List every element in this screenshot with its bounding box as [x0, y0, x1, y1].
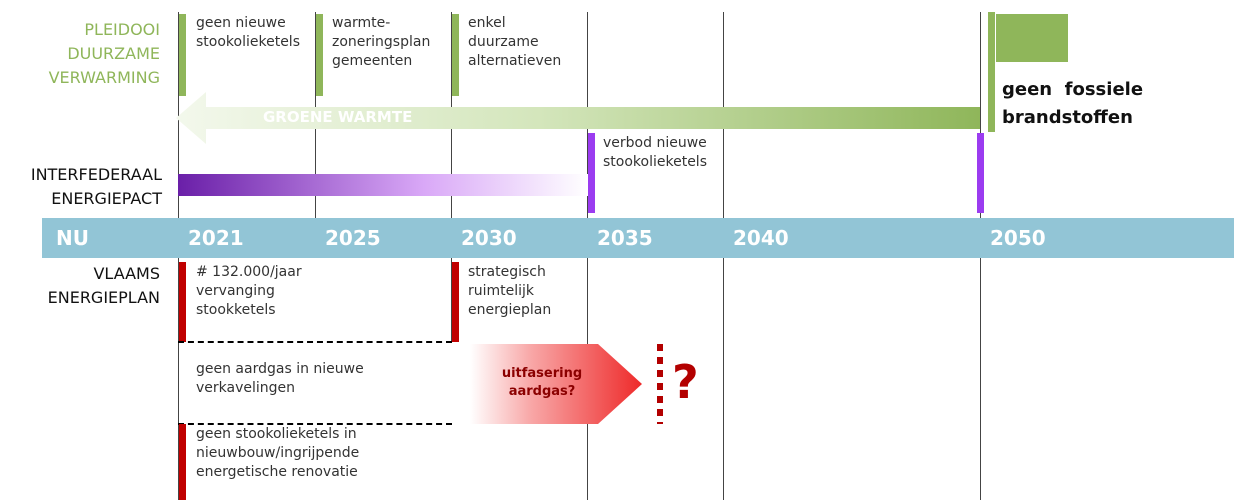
timeline-year-2040: 2040 — [733, 226, 789, 250]
uitfasering-arrow — [470, 344, 642, 424]
timeline-year-2021: 2021 — [188, 226, 244, 250]
marker-2035-purple — [588, 133, 595, 213]
marker-2030-red — [452, 262, 459, 342]
label-interfederaal: INTERFEDERAAL ENERGIEPACT — [30, 165, 162, 208]
marker-2050-purple — [977, 133, 984, 213]
marker-2021-red — [179, 262, 186, 342]
label-pleidooi: PLEIDOOI DUURZAME VERWARMING — [48, 20, 160, 87]
note-verbod-nieuwe-stookolieketels: verbod nieuwe stookolieketels — [603, 135, 707, 170]
dashed-line-1 — [178, 341, 452, 343]
timeline-band — [42, 218, 1234, 258]
marker-2021-green — [179, 14, 186, 96]
timeline-year-2030: 2030 — [461, 226, 517, 250]
timeline-year-2025: 2025 — [325, 226, 381, 250]
uitfasering-aardgas-label: uitfasering aardgas? — [501, 366, 583, 399]
note-geen-aardgas-nieuwe-verkavelingen: geen aardgas in nieuwe verkavelingen — [196, 361, 364, 396]
groene-warmte-arrow — [176, 92, 980, 144]
note-geen-stookolieketels-nieuwbouw: geen stookolieketels in nieuwbouw/ingrij… — [196, 426, 360, 480]
marker-2021-red-bottom — [179, 424, 186, 500]
dashed-line-2 — [178, 423, 452, 425]
timeline-year-2050: 2050 — [990, 226, 1046, 250]
marker-2050-green — [988, 12, 995, 132]
timeline-now: NU — [56, 226, 89, 250]
energiepact-gradient-bar — [178, 174, 588, 196]
note-strategisch-ruimtelijk-energieplan: strategisch ruimtelijk energieplan — [468, 264, 552, 318]
groene-warmte-label: GROENE WARMTE — [263, 108, 413, 126]
note-enkel-duurzame: enkel duurzame alternatieven — [468, 15, 562, 69]
timeline-year-2035: 2035 — [597, 226, 653, 250]
note-warmtezoneringsplan: warmte- zoneringsplan gemeenten — [332, 15, 431, 69]
marker-2025-green — [316, 14, 323, 96]
note-132000-per-jaar: # 132.000/jaar vervanging stookketels — [196, 264, 302, 318]
label-vlaams: VLAAMS ENERGIEPLAN — [47, 264, 160, 307]
note-geen-nieuwe-stookolieketels: geen nieuwe stookolieketels — [196, 15, 300, 50]
dotted-stop-marker — [657, 344, 663, 424]
marker-2030-green — [452, 14, 459, 96]
flag-icon — [996, 14, 1068, 62]
question-mark: ? — [672, 355, 699, 409]
note-geen-fossiele-brandstoffen: geen fossiele brandstoffen — [1002, 79, 1144, 128]
